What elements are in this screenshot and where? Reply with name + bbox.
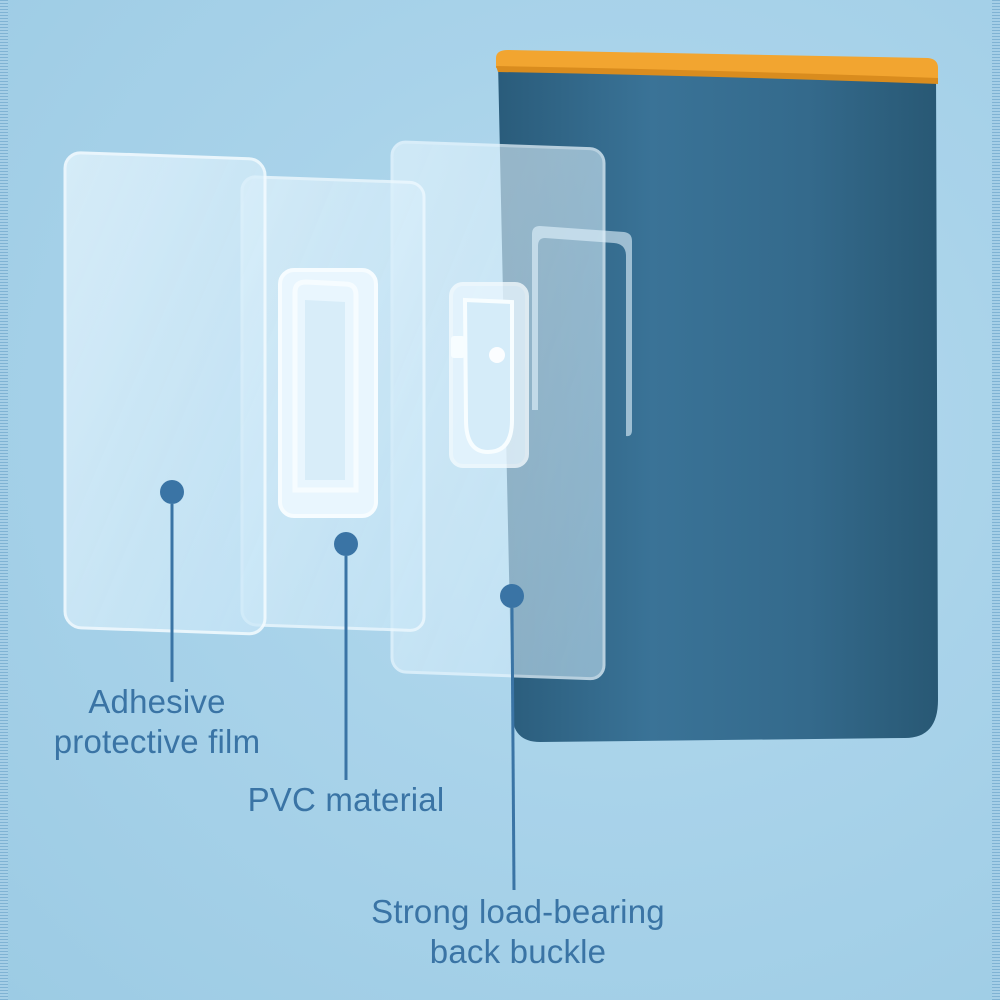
label-line: Adhesive bbox=[88, 683, 226, 720]
pvc-material-label: PVC material bbox=[216, 780, 476, 820]
adhesive-film-sheet bbox=[63, 151, 267, 636]
label-line: PVC material bbox=[247, 781, 445, 818]
label-line: back buckle bbox=[429, 933, 607, 970]
label-line: Strong load-bearing bbox=[371, 893, 665, 930]
label-line: protective film bbox=[53, 723, 261, 760]
right-border-strip bbox=[992, 0, 1000, 1000]
pvc-sheet bbox=[240, 175, 426, 632]
back-buckle-sheet bbox=[390, 140, 632, 681]
back-buckle-label: Strong load-bearing back buckle bbox=[336, 892, 700, 972]
left-border-strip bbox=[0, 0, 8, 1000]
callout-leaders bbox=[160, 480, 524, 891]
adhesive-film-label: Adhesive protective film bbox=[32, 682, 282, 762]
